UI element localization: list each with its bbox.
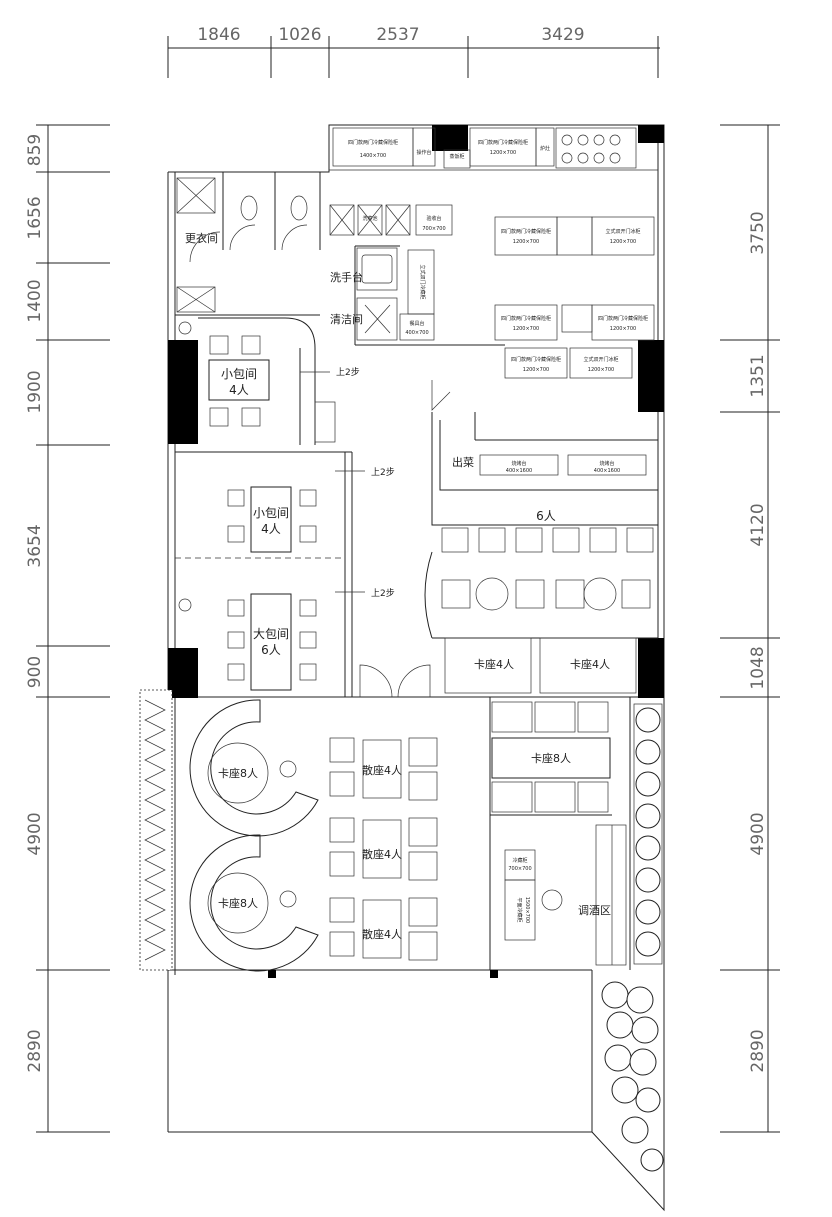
dim-left-7: 4900 <box>25 812 45 855</box>
locker-toilets: 更衣间 <box>175 172 321 335</box>
grill-2-size: 400×1600 <box>594 468 620 474</box>
planter-bottom-right <box>601 981 664 1172</box>
sink-unit <box>329 204 411 236</box>
fridge-4-label: 立式双开门冰柜 <box>605 228 640 235</box>
small-private-1-label: 小包间 <box>221 367 257 381</box>
grill-2-label: 烧烤台 <box>599 460 614 467</box>
step-label-3: 上2步 <box>371 588 395 599</box>
step-label-2: 上2步 <box>371 467 395 478</box>
loose-seats <box>329 737 438 961</box>
grill-1-size: 400×1600 <box>506 468 532 474</box>
dim-right-6: 2890 <box>748 1029 768 1072</box>
structural-columns <box>168 125 664 978</box>
wine-area-label: 调酒区 <box>578 904 611 917</box>
fridge-2-size: 1200×700 <box>490 150 516 156</box>
bar-stools <box>441 527 654 553</box>
stove-burners <box>555 127 637 169</box>
right-dimension-line: 3750 1351 4120 1048 4900 2890 <box>720 124 780 1133</box>
fridge-5-label: 四门款两门冷藏保险柜 <box>501 315 551 322</box>
small-private-2-label: 小包间 <box>253 506 289 520</box>
small-private-2-cap: 4人 <box>261 522 281 536</box>
dim-top-1: 1846 <box>197 25 240 45</box>
large-private-room: 大包间 6人 上2步 <box>178 588 431 698</box>
dim-right-1: 3750 <box>748 211 768 254</box>
booth-b-label: 卡座4人 <box>570 657 610 671</box>
fridge-1-size: 1400×700 <box>360 153 386 159</box>
cleaning-room-label: 清洁间 <box>330 313 363 326</box>
fridge-3-label: 四门款两门冷藏保险柜 <box>501 228 551 235</box>
small-private-room-2: 小包间 4人 上2步 <box>175 451 395 697</box>
wine-fridge-size: 700×700 <box>508 866 531 872</box>
serving-label: 出菜 <box>452 455 474 469</box>
fridge-1-label: 四门款两门冷藏保险柜 <box>348 139 398 146</box>
left-dimension-line: 859 1656 1400 1900 3654 900 4900 2890 <box>25 124 110 1133</box>
booth8-1-label: 卡座8人 <box>218 766 258 780</box>
bar-counter-label: 平面冷藏柜 <box>516 897 523 922</box>
wine-fridge-label: 冷藏柜 <box>512 857 527 864</box>
booth8-2-label: 卡座8人 <box>218 896 258 910</box>
fridge-4-size: 1200×700 <box>610 239 636 245</box>
fridge-8-size: 1200×700 <box>588 367 614 373</box>
large-private-cap: 6人 <box>261 643 281 657</box>
large-private-label: 大包间 <box>253 627 289 641</box>
prep-2-size: 700×700 <box>422 226 445 232</box>
bar-counter-size: 1500×700 <box>524 897 530 923</box>
dim-left-5: 3654 <box>25 524 45 567</box>
loose-1-label: 散座4人 <box>362 763 402 777</box>
hand-wash-label: 洗手台 <box>330 270 363 284</box>
sink-label: 洗菜池 <box>362 215 377 222</box>
fridge-7-size: 1200×700 <box>523 367 549 373</box>
side-cabinet-label: 立式双门冷藏柜 <box>419 264 426 299</box>
prep-2-label: 验收台 <box>426 215 441 222</box>
loose-2-label: 散座4人 <box>362 847 402 861</box>
step-label-1: 上2步 <box>336 367 360 378</box>
small-private-1-cap: 4人 <box>229 383 249 397</box>
fridge-6-size: 1200×700 <box>610 326 636 332</box>
booth-a-label: 卡座4人 <box>474 657 514 671</box>
dim-left-1: 859 <box>25 134 45 166</box>
main-dining-hall: 卡座8人 卡座8人 散座4人 散座4人 散座4人 卡座8人 <box>189 697 627 972</box>
small-private-room-1: 小包间 4人 上2步 <box>198 317 360 445</box>
serving-grill-area: 出菜 烧烤台 400×1600 烧烤台 400×1600 四门款两门冷藏保险柜 … <box>424 347 658 694</box>
rice-cooker-label: 蒸饭柜 <box>449 153 464 160</box>
booth8-3-label: 卡座8人 <box>531 751 571 765</box>
loose-3-label: 散座4人 <box>362 927 402 941</box>
dim-left-3: 1400 <box>25 279 45 322</box>
fridge-8-label: 立式双开门冰柜 <box>583 356 618 363</box>
fridge-5-size: 1200×700 <box>513 326 539 332</box>
fridge-2-label: 四门款两门冷藏保险柜 <box>478 139 528 146</box>
dim-top-3: 2537 <box>376 25 419 45</box>
dim-right-5: 4900 <box>748 812 768 855</box>
planter-right <box>633 703 663 965</box>
dim-left-4: 1900 <box>25 370 45 413</box>
dim-left-6: 900 <box>25 656 45 688</box>
dim-top-2: 1026 <box>278 25 321 45</box>
dim-left-2: 1656 <box>25 196 45 239</box>
dim-right-3: 4120 <box>748 503 768 546</box>
dim-left-8: 2890 <box>25 1029 45 1072</box>
plate-table-size: 400×700 <box>405 330 428 336</box>
dim-right-4: 1048 <box>748 646 768 689</box>
dim-top-4: 3429 <box>541 25 584 45</box>
top-dimension-line: 1846 1026 2537 3429 <box>167 25 660 78</box>
grill-1-label: 烧烤台 <box>511 460 526 467</box>
fridge-3-size: 1200×700 <box>513 239 539 245</box>
kitchen: 四门款两门冷藏保险柜 1400×700 操作台 蒸饭柜 四门款两门冷藏保险柜 1… <box>329 127 658 346</box>
stove-label: 炉灶 <box>540 145 550 152</box>
plate-table-label: 餐具台 <box>409 320 424 327</box>
planter-left <box>139 689 173 971</box>
fridge-6-label: 四门款两门冷藏保险柜 <box>598 315 648 322</box>
fridge-7-label: 四门款两门冷藏保险柜 <box>511 356 561 363</box>
bar-seats-label: 6人 <box>536 509 556 523</box>
dim-right-2: 1351 <box>748 354 768 397</box>
prep-table-label: 操作台 <box>416 149 431 156</box>
